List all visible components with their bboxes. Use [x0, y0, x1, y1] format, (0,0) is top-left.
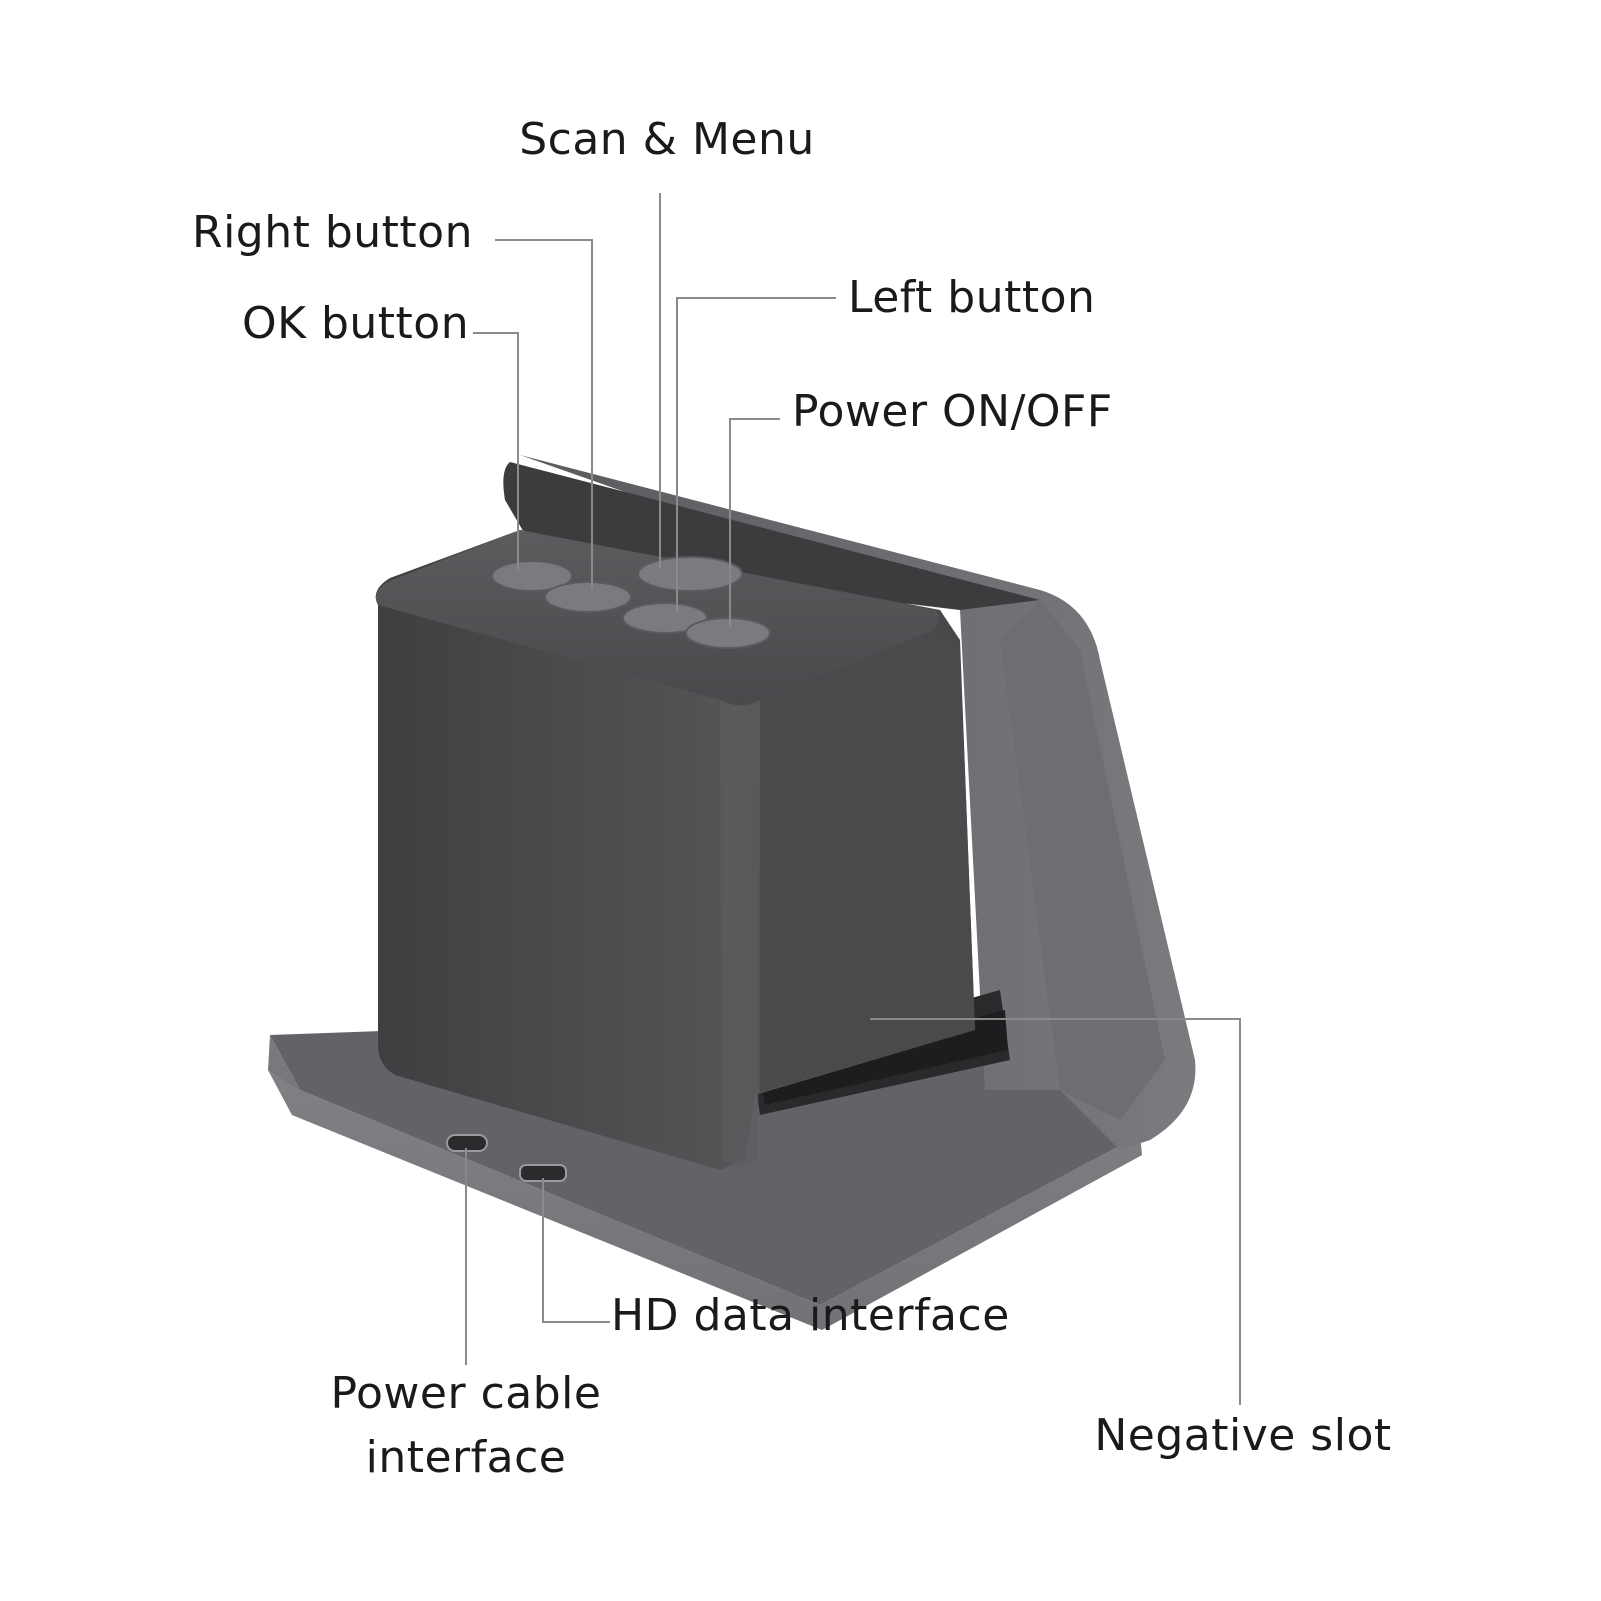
callout-left-button: Left button — [848, 272, 1096, 323]
callout-ok-button: OK button — [242, 298, 470, 349]
left-button-key — [622, 602, 708, 634]
back-stand — [503, 455, 1196, 1150]
leader-left-button — [676, 297, 836, 612]
scan-menu-button-key — [637, 556, 743, 592]
button-cluster — [491, 556, 771, 649]
callout-power-onoff: Power ON/OFF — [792, 386, 1113, 437]
right-button-key — [544, 581, 632, 613]
leader-hd-data — [542, 1178, 610, 1323]
ok-button-key — [491, 560, 573, 592]
leader-negative-slot — [870, 1018, 1241, 1405]
power-button-key — [685, 617, 771, 649]
callout-negative-slot: Negative slot — [1094, 1410, 1392, 1461]
callout-right-button: Right button — [192, 207, 473, 258]
leader-ok-button — [473, 332, 519, 570]
leader-power — [729, 418, 780, 627]
callout-scan-menu: Scan & Menu — [519, 114, 815, 165]
callout-power-cable-line2: interface — [365, 1432, 567, 1483]
leader-right-button — [495, 239, 593, 590]
callout-hd-data-interface: HD data interface — [611, 1290, 1010, 1341]
leader-lines — [465, 193, 1241, 1405]
callout-power-cable-line1: Power cable — [330, 1368, 602, 1419]
